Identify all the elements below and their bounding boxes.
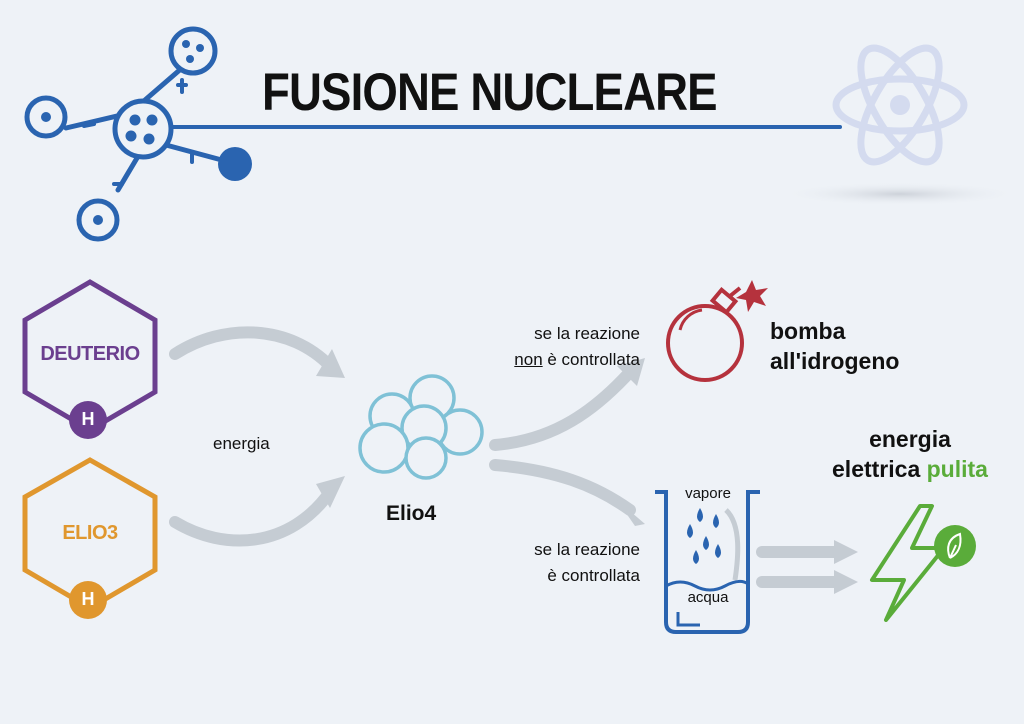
energy-result-pulita: pulita xyxy=(926,456,988,482)
elio3-hexagon xyxy=(22,457,158,619)
flow-arrows xyxy=(169,326,841,588)
energy-label: energia xyxy=(213,434,270,453)
vessel-top-label: vapore xyxy=(685,485,731,502)
elio3-label: ELIO3 xyxy=(62,522,118,544)
deuterio-hexagon xyxy=(22,279,158,439)
controlled-condition-line2: è controllata xyxy=(547,566,640,585)
bomb-icon xyxy=(666,280,768,382)
uncontrolled-condition-line1: se la reazione xyxy=(534,324,640,343)
page-title: FUSIONE NUCLEARE xyxy=(262,63,718,122)
bomb-label-line2: all'idrogeno xyxy=(770,348,900,374)
elio4-cluster-icon xyxy=(358,374,484,480)
energy-result-elettrica: elettrica xyxy=(832,456,927,482)
arrow-heads xyxy=(316,349,858,594)
elio4-label: Elio4 xyxy=(386,502,437,525)
molecule-icon xyxy=(24,26,842,242)
energy-result-line1: energia xyxy=(869,426,951,452)
uncontrolled-condition-line2: non è controllata xyxy=(440,350,640,370)
vessel-bottom-label: acqua xyxy=(687,589,729,606)
atom-icon xyxy=(780,44,1020,206)
deuterio-badge: H xyxy=(81,409,95,429)
vessel-icon xyxy=(655,490,760,634)
elio3-badge: H xyxy=(81,589,95,609)
lightning-icon xyxy=(870,504,976,622)
energy-result-line2: elettrica pulita xyxy=(800,456,1020,483)
uncontrolled-emphasis: non xyxy=(514,350,543,369)
bomb-label-line1: bomba xyxy=(770,318,846,344)
uncontrolled-rest: è controllata xyxy=(542,350,640,369)
deuterio-label: DEUTERIO xyxy=(40,343,140,365)
controlled-condition-line1: se la reazione xyxy=(534,540,640,559)
water-drops xyxy=(687,508,721,564)
